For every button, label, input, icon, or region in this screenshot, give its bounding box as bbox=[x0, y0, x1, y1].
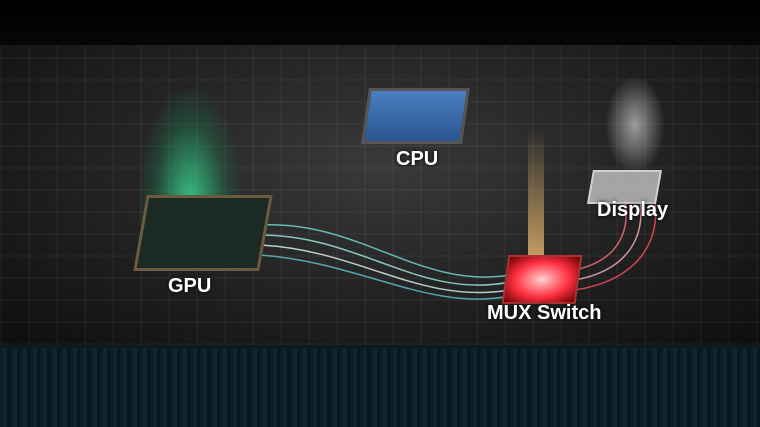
mux-beam bbox=[528, 130, 544, 270]
mux-switch-chip bbox=[501, 255, 583, 304]
gpu-to-mux-path bbox=[259, 224, 511, 278]
cpu-chip bbox=[361, 88, 470, 144]
gpu-chip bbox=[133, 195, 273, 271]
gpu-to-mux-path bbox=[259, 244, 511, 294]
floor-background bbox=[0, 348, 760, 427]
gpu-label: GPU bbox=[168, 275, 212, 297]
cpu-label: CPU bbox=[396, 148, 439, 170]
mux-to-display-path bbox=[574, 199, 657, 291]
gpu-to-mux-path bbox=[259, 254, 511, 300]
gpu-to-mux-path bbox=[259, 234, 511, 286]
display-label: Display bbox=[597, 199, 669, 221]
mux-to-display-path bbox=[574, 199, 642, 281]
display-particles bbox=[605, 75, 665, 175]
mux-switch-label: MUX Switch bbox=[487, 302, 602, 324]
mux-to-display-path bbox=[574, 199, 627, 271]
